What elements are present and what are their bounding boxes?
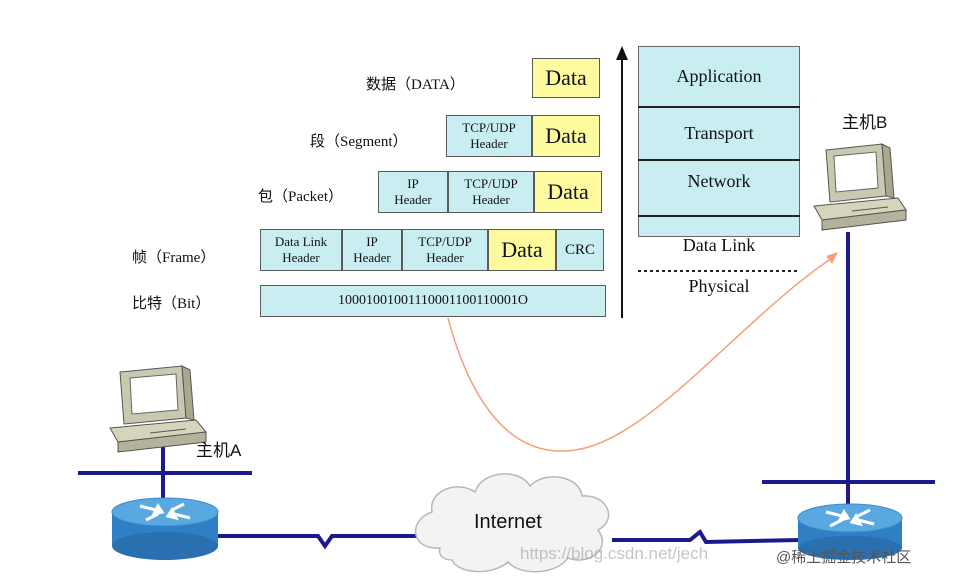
host-a-label: 主机A — [196, 441, 242, 460]
frame-label: 帧（Frame） — [132, 250, 216, 266]
internet-cloud — [415, 473, 610, 573]
router-b — [797, 503, 903, 560]
layer-data-link-band — [638, 217, 800, 237]
host-b-label: 主机B — [842, 113, 888, 132]
packet-label: 包（Packet） — [258, 189, 343, 205]
data-block: Data — [532, 58, 600, 98]
layer-application: Application — [638, 46, 800, 106]
frame-crc: CRC — [556, 229, 604, 271]
segment-label: 段（Segment） — [310, 134, 408, 150]
watermark-community: @稀土掘金技术社区 — [776, 549, 912, 566]
packet-data: Data — [534, 171, 602, 213]
internet-label: Internet — [474, 511, 542, 533]
router-a — [111, 497, 219, 560]
wan-link-right — [612, 529, 801, 545]
transfer-arrow — [447, 257, 833, 452]
layer-physical: Physical — [688, 276, 750, 296]
watermark-url: https://blog.csdn.net/jech — [520, 544, 709, 563]
host-a-computer — [109, 365, 207, 453]
layer-network: Network — [638, 161, 800, 215]
frame-data: Data — [488, 229, 556, 271]
bit-label: 比特（Bit） — [132, 296, 211, 312]
segment-data: Data — [532, 115, 600, 157]
wan-link-left — [218, 534, 425, 550]
host-b-computer — [813, 143, 907, 231]
layer-data-link: Data Link — [682, 235, 756, 255]
layer-transport: Transport — [638, 108, 800, 159]
data-label: 数据（DATA） — [366, 77, 465, 93]
bit-stream: 10001001001110001100110001O — [260, 285, 606, 317]
